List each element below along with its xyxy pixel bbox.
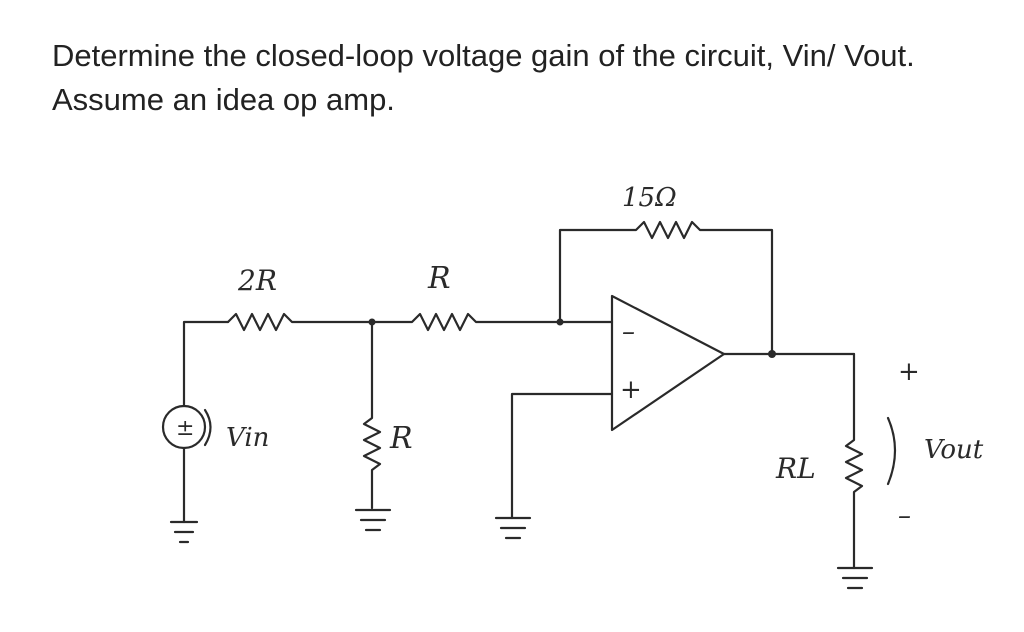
resistor-series-zigzag	[370, 312, 562, 332]
load-resistor: RL	[775, 352, 874, 590]
junction-node-output	[768, 350, 776, 358]
resistor-2r-label: 2R	[237, 264, 277, 297]
output-name-label: Vout	[924, 435, 984, 465]
resistor-series-label: R	[427, 261, 451, 296]
output-minus-label: –	[898, 501, 911, 531]
op-amp-inverting-label: –	[622, 317, 635, 347]
output-plus-label: +	[898, 357, 920, 387]
load-resistor-label: RL	[775, 452, 816, 485]
feedback-resistor-zigzag	[558, 220, 774, 356]
output-bracket	[886, 416, 897, 486]
voltage-source: ± Vin	[161, 320, 269, 544]
ground-symbol-noninverting	[494, 516, 532, 540]
ground-symbol-shunt	[354, 508, 392, 532]
source-polarity-label: ±	[176, 416, 194, 441]
output-voltage: + Vout –	[886, 357, 984, 531]
resistor-2r-zigzag	[226, 312, 374, 332]
resistor-shunt-label: R	[389, 421, 413, 456]
op-amp: – +	[610, 294, 726, 432]
resistor-2r: 2R	[226, 264, 374, 332]
question-text: Determine the closed-loop voltage gain o…	[52, 38, 915, 117]
ground-symbol-source	[169, 520, 199, 544]
resistor-shunt-zigzag	[362, 320, 382, 510]
load-resistor-zigzag	[844, 352, 864, 570]
source-bracket	[203, 408, 212, 447]
op-amp-noninverting-label: +	[620, 375, 642, 405]
feedback-resistor: 15Ω	[558, 183, 774, 356]
feedback-resistor-label: 15Ω	[622, 183, 677, 213]
op-amp-triangle	[610, 294, 726, 432]
source-name-label: Vin	[226, 423, 269, 453]
source-top-wire	[182, 320, 230, 408]
ground-symbol-load	[836, 566, 874, 590]
resistor-series-r: R	[370, 261, 562, 332]
resistor-shunt-r: R	[354, 320, 413, 532]
noninverting-input-wire	[510, 392, 614, 520]
